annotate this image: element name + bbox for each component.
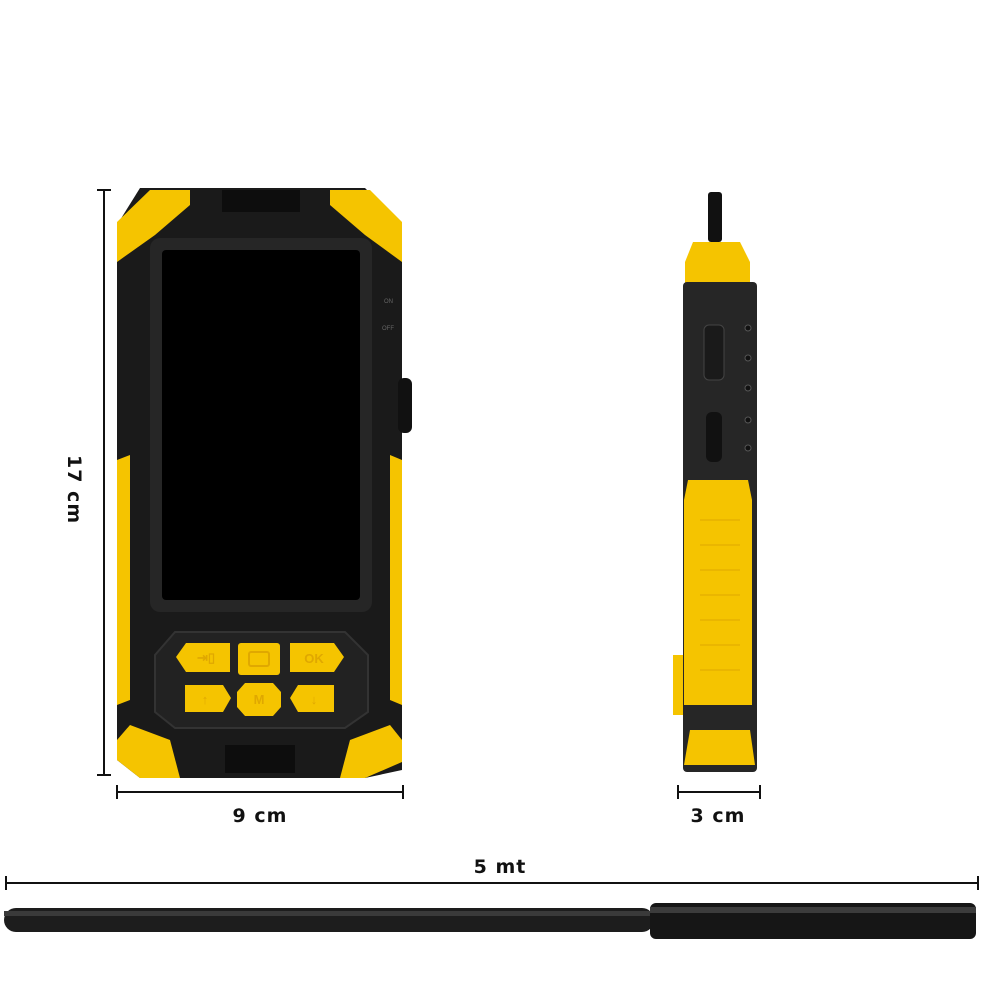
playback-icon: ⇥▯ <box>197 650 215 665</box>
width-dimension <box>116 785 404 799</box>
cable-connector <box>708 192 722 242</box>
corner-bumper <box>330 190 402 262</box>
height-dimension <box>97 189 111 776</box>
cable-label: 5 mt <box>474 856 527 878</box>
screen <box>162 250 360 600</box>
side-scroll-wheel[interactable] <box>706 412 722 462</box>
corner-bumper <box>117 190 190 262</box>
ok-button-label: OK <box>304 651 324 666</box>
depth-dimension <box>677 785 761 799</box>
width-label: 9 cm <box>233 805 288 827</box>
camera-icon <box>248 651 270 667</box>
cable-dimension <box>5 876 979 890</box>
up-button[interactable] <box>185 685 231 712</box>
scroll-wheel[interactable] <box>398 378 412 433</box>
menu-button[interactable] <box>237 683 281 716</box>
corner-bumper <box>340 725 402 778</box>
arrow-up-icon: ↑ <box>202 692 209 707</box>
depth-label: 3 cm <box>691 805 746 827</box>
menu-button-label: M <box>254 692 265 707</box>
down-button[interactable] <box>290 685 334 712</box>
capture-button[interactable] <box>238 643 280 675</box>
switch-on-label: ON <box>384 299 393 305</box>
arrow-down-icon: ↓ <box>311 692 318 707</box>
device-front: ON OFF ⇥▯ OK ↑ M ↓ <box>117 188 412 778</box>
ok-button[interactable] <box>290 643 344 672</box>
corner-bumper <box>117 725 180 778</box>
device-side <box>673 192 757 772</box>
probe-cable <box>4 903 976 939</box>
switch-off-label: OFF <box>382 326 394 332</box>
height-label: 17 cm <box>63 455 85 524</box>
power-switch[interactable] <box>703 324 725 381</box>
playback-button[interactable] <box>176 643 230 672</box>
